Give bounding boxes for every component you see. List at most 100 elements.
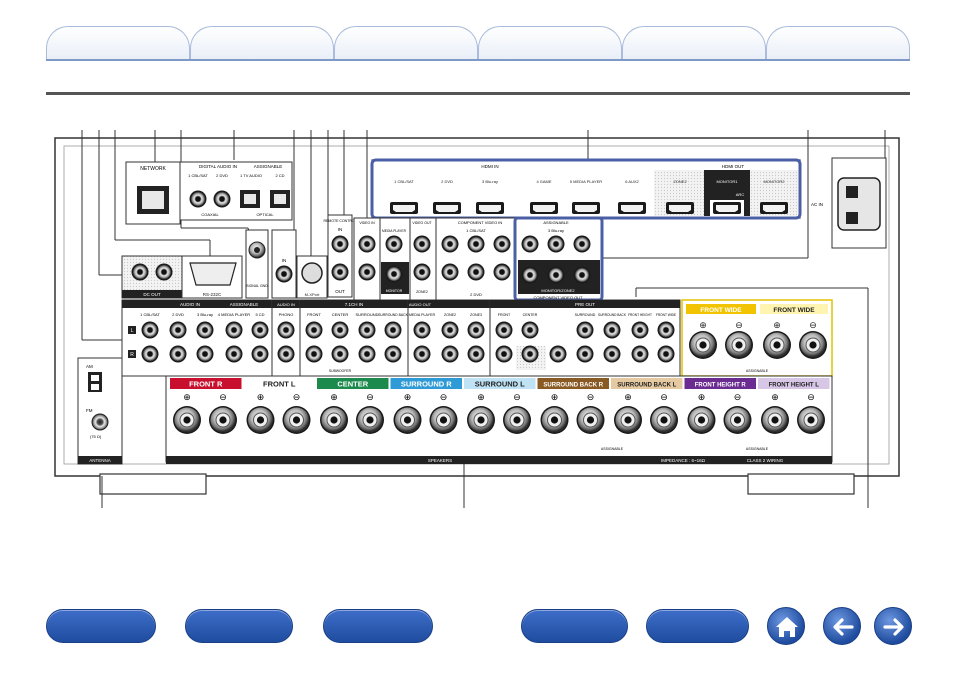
svg-text:ZONE3: ZONE3 xyxy=(470,313,482,317)
speaker-terminal[interactable] xyxy=(355,405,385,435)
svg-text:MEDIA PLAYER: MEDIA PLAYER xyxy=(409,313,436,317)
component-out-y[interactable] xyxy=(521,266,539,284)
speaker-terminal[interactable] xyxy=(723,405,752,435)
coaxial-jack-2[interactable] xyxy=(213,190,231,208)
component-in-1-pb[interactable] xyxy=(467,235,485,253)
remote-control-in-jack[interactable] xyxy=(331,235,349,253)
video-in-2[interactable] xyxy=(358,263,376,281)
phono-jack-l[interactable] xyxy=(277,321,295,339)
m-xport-label: M-XPort xyxy=(305,292,321,297)
component-in-2-pb[interactable] xyxy=(467,263,485,281)
nav-button-index[interactable] xyxy=(646,609,749,643)
svg-text:CENTER: CENTER xyxy=(523,313,538,317)
video-in-1[interactable] xyxy=(358,235,376,253)
ac-in-label: AC IN xyxy=(811,202,823,207)
speaker-terminal[interactable] xyxy=(796,405,826,435)
component-in-3-pb[interactable] xyxy=(547,235,565,253)
remote-in-jack[interactable] xyxy=(275,265,293,283)
speaker-terminal[interactable] xyxy=(502,405,532,435)
coaxial-jack-1[interactable] xyxy=(189,190,207,208)
home-button[interactable] xyxy=(767,607,805,645)
tab-2[interactable] xyxy=(190,26,334,60)
speaker-terminal[interactable] xyxy=(466,405,496,435)
hdmi-in-5[interactable] xyxy=(572,202,600,214)
svg-text:MONITOR/ZONE2: MONITOR/ZONE2 xyxy=(541,288,575,293)
svg-text:R: R xyxy=(130,352,134,358)
speaker-terminal[interactable] xyxy=(282,405,311,435)
svg-text:ZONE2: ZONE2 xyxy=(673,179,687,184)
hdmi-in-label: HDMI IN xyxy=(481,164,498,169)
speaker-group-4: SURROUND L⊕⊖ xyxy=(464,378,536,435)
svg-text:SURROUND BACK: SURROUND BACK xyxy=(378,313,409,317)
hdmi-out-monitor2[interactable] xyxy=(760,202,788,214)
hdmi-in-3[interactable] xyxy=(476,202,504,214)
video-in-media-player[interactable] xyxy=(385,235,403,253)
hdmi-out-monitor1[interactable] xyxy=(713,202,741,214)
component-in-3-pr[interactable] xyxy=(573,235,591,253)
speaker-terminal[interactable] xyxy=(246,405,275,435)
tab-3[interactable] xyxy=(334,26,478,60)
minus-icon: ⊖ xyxy=(440,392,448,402)
component-in-1-y[interactable] xyxy=(441,235,459,253)
ac-inlet[interactable] xyxy=(837,177,881,231)
nav-button-tips[interactable] xyxy=(521,609,628,643)
svg-text:SURROUND BACK: SURROUND BACK xyxy=(598,313,627,317)
nav-button-contents[interactable] xyxy=(46,609,156,643)
digital-assignable-label: ASSIGNABLE xyxy=(254,164,283,169)
speaker-terminal[interactable] xyxy=(613,405,643,435)
phono-jack-r[interactable] xyxy=(277,345,295,363)
component-in-2-y[interactable] xyxy=(441,263,459,281)
rs232c-port[interactable] xyxy=(189,262,237,286)
hdmi-in-1[interactable] xyxy=(390,202,418,214)
nav-button-connections[interactable] xyxy=(185,609,293,643)
tab-4[interactable] xyxy=(478,26,622,60)
speaker-terminal[interactable] xyxy=(319,405,349,435)
speaker-terminal[interactable] xyxy=(760,405,790,435)
svg-text:2 DVD: 2 DVD xyxy=(216,173,228,178)
nav-button-playback[interactable] xyxy=(323,609,433,643)
speaker-terminal[interactable] xyxy=(540,405,569,435)
svg-text:FM: FM xyxy=(86,408,93,413)
dc-out-jack-1[interactable] xyxy=(131,263,149,281)
speaker-terminal[interactable] xyxy=(687,405,716,435)
svg-text:FRONT WIDE: FRONT WIDE xyxy=(656,313,676,317)
svg-text:ARC: ARC xyxy=(736,192,745,197)
back-button[interactable] xyxy=(823,607,861,645)
speaker-terminal[interactable] xyxy=(649,405,679,435)
tab-6[interactable] xyxy=(766,26,910,60)
component-in-1-pr[interactable] xyxy=(493,235,511,253)
tab-1[interactable] xyxy=(46,26,190,60)
svg-text:MEDIA PLAYER: MEDIA PLAYER xyxy=(382,229,407,233)
speaker-terminal[interactable] xyxy=(576,405,605,435)
svg-text:SURROUND: SURROUND xyxy=(355,312,378,317)
speaker-terminal[interactable] xyxy=(172,405,202,435)
minus-icon: ⊖ xyxy=(587,392,595,402)
hdmi-in-4[interactable] xyxy=(530,202,558,214)
arrow-left-icon xyxy=(833,618,854,636)
plus-icon: ⊕ xyxy=(404,392,412,402)
speaker-terminal[interactable] xyxy=(429,405,458,435)
m-xport-port[interactable] xyxy=(301,262,323,284)
video-out-1[interactable] xyxy=(413,235,431,253)
speaker-terminal[interactable] xyxy=(208,405,238,435)
fm-antenna-jack[interactable] xyxy=(91,413,109,431)
hdmi-out-zone2[interactable] xyxy=(666,202,694,214)
network-label: NETWORK xyxy=(140,166,166,172)
dc-out-jack-2[interactable] xyxy=(155,263,173,281)
tab-5[interactable] xyxy=(622,26,766,60)
video-out-zone2[interactable] xyxy=(413,263,431,281)
component-in-2-pr[interactable] xyxy=(493,263,511,281)
hdmi-in-6[interactable] xyxy=(618,202,646,214)
home-icon xyxy=(776,617,798,637)
hdmi-in-2[interactable] xyxy=(433,202,461,214)
component-out-pr[interactable] xyxy=(573,266,591,284)
forward-button[interactable] xyxy=(874,607,912,645)
svg-text:1 CBL/SAT: 1 CBL/SAT xyxy=(466,228,486,233)
component-out-pb[interactable] xyxy=(547,266,565,284)
component-in-3-y[interactable] xyxy=(521,235,539,253)
minus-icon: ⊖ xyxy=(660,392,668,402)
video-out-monitor[interactable] xyxy=(385,265,403,283)
speaker-group-8: FRONT HEIGHT L⊕⊖ xyxy=(758,378,830,435)
remote-control-out-jack[interactable] xyxy=(331,263,349,281)
speaker-terminal[interactable] xyxy=(393,405,422,435)
